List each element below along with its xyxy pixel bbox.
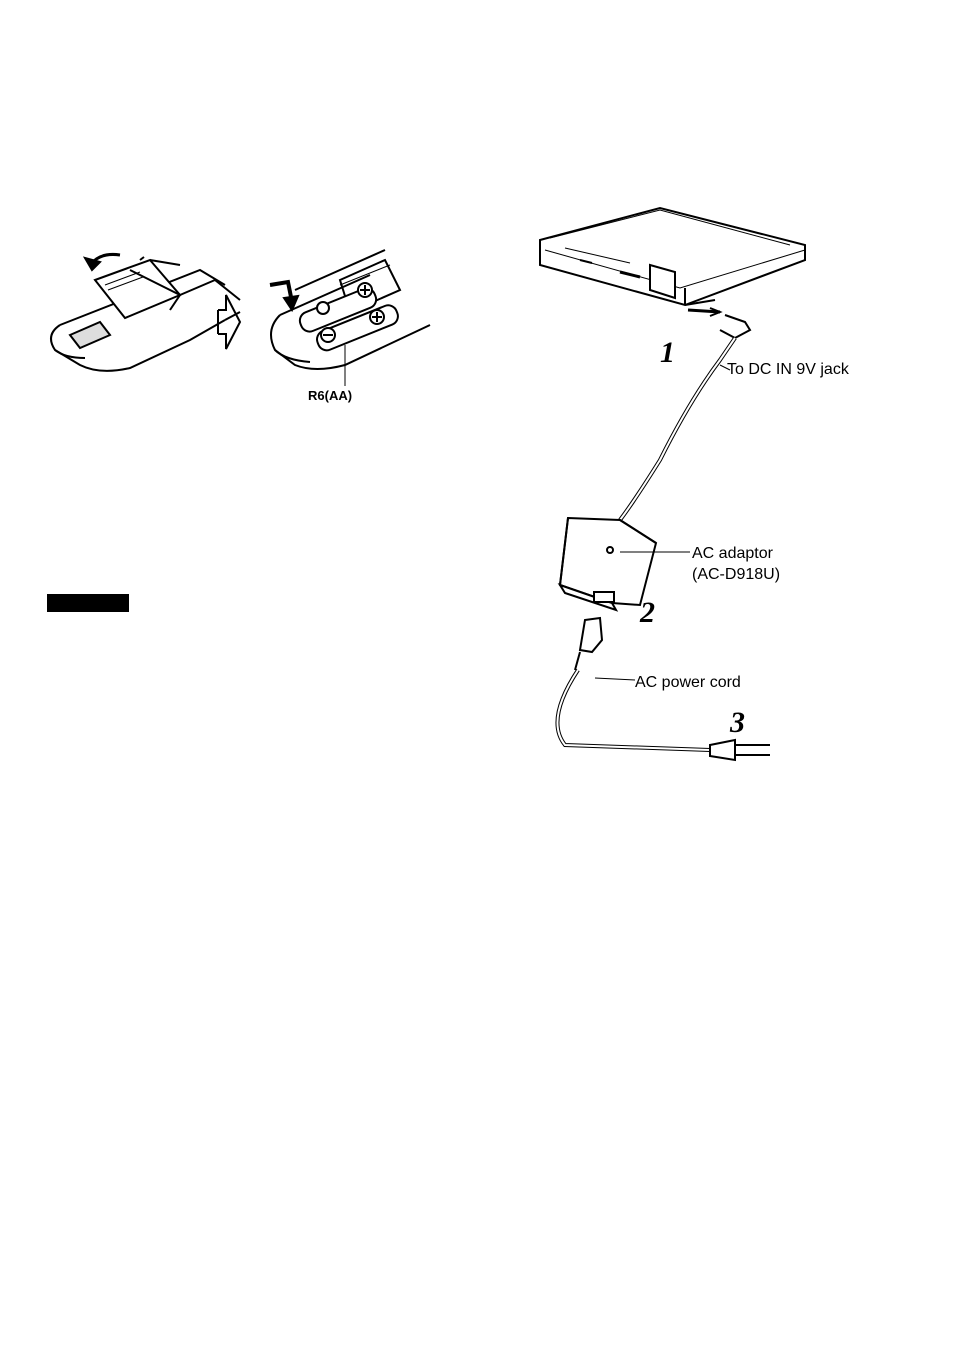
dc-jack-label: To DC IN 9V jack bbox=[727, 360, 849, 379]
step-2-number: 2 bbox=[640, 598, 655, 628]
remote-lid-open-drawing bbox=[51, 254, 240, 370]
step-3-number: 3 bbox=[730, 708, 745, 738]
remote-battery-figure bbox=[40, 240, 440, 410]
wall-plug-icon bbox=[710, 740, 770, 760]
ac-adaptor-model-label: (AC-D918U) bbox=[692, 565, 780, 584]
battery-type-label: R6(AA) bbox=[308, 388, 352, 403]
remote-batteries-drawing bbox=[270, 250, 430, 386]
player-unit-drawing bbox=[540, 208, 805, 338]
note-heading-bar bbox=[47, 594, 129, 612]
ac-adaptor-label: AC adaptor bbox=[692, 544, 773, 563]
dc-cable-line bbox=[620, 338, 735, 520]
ac-power-cord-label: AC power cord bbox=[635, 673, 741, 692]
ac-power-cord-drawing bbox=[575, 618, 602, 670]
step-1-number: 1 bbox=[660, 338, 675, 368]
